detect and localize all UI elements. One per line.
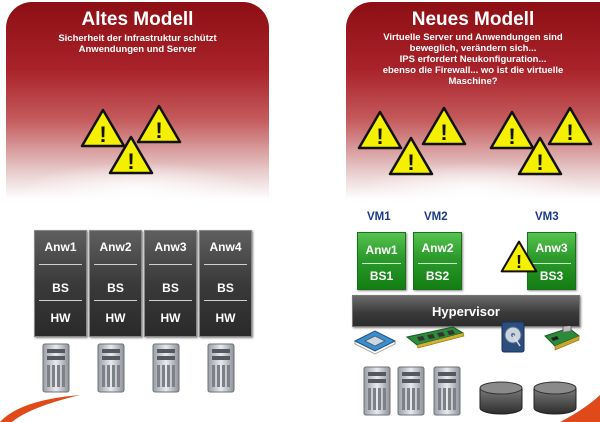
subtitle-line: beweglich, verändern sich... <box>409 43 537 54</box>
app-label: Anw1 <box>365 243 398 257</box>
hypervisor-label: Hypervisor <box>432 304 500 319</box>
warning-mark: ! <box>376 124 383 149</box>
warning-mark: ! <box>99 122 106 147</box>
warning-icon: ! <box>547 106 593 146</box>
warning-mark: ! <box>127 149 134 174</box>
warning-mark: ! <box>407 150 414 175</box>
server-stack-4: Anw4 BS HW <box>199 230 252 337</box>
server-stack-1: Anw1 BS HW <box>34 230 87 337</box>
app-label: Anw1 <box>44 240 77 254</box>
warning-icon: ! <box>517 136 563 176</box>
virtual-machine-3: Anw3 BS3 <box>527 232 576 290</box>
server-tower-icon <box>361 366 393 416</box>
storage-disk-icon <box>532 380 578 416</box>
virtual-machine-1: Anw1 BS1 <box>357 232 406 290</box>
warning-mark: ! <box>440 120 447 145</box>
hw-label: HW <box>215 311 236 325</box>
os-label: BS <box>162 281 179 295</box>
app-label: Anw4 <box>209 240 242 254</box>
divider <box>149 300 192 301</box>
divider <box>39 264 82 265</box>
warning-icon: ! <box>357 110 403 150</box>
os-label: BS2 <box>425 269 450 283</box>
warning-icon: ! <box>500 240 538 273</box>
hypervisor-bar: Hypervisor <box>352 295 580 327</box>
warning-mark: ! <box>566 120 573 145</box>
warning-icon: ! <box>80 108 126 148</box>
server-tower-icon <box>40 343 72 393</box>
hw-label: HW <box>160 311 181 325</box>
new-model-title: Neues Modell <box>411 9 535 30</box>
subtitle-line: ebenso die Firewall... wo ist die virtue… <box>382 65 564 76</box>
hard-drive-icon <box>501 321 525 353</box>
subtitle-line: Sicherheit der Infrastruktur schützt <box>58 33 217 44</box>
warning-mark: ! <box>155 118 162 143</box>
divider <box>204 300 247 301</box>
warning-icon: ! <box>108 135 154 175</box>
os-label: BS <box>217 281 234 295</box>
app-label: Anw2 <box>99 240 132 254</box>
hw-label: HW <box>105 311 126 325</box>
divider <box>418 263 457 264</box>
app-label: Anw3 <box>154 240 187 254</box>
cpu-chip-icon <box>353 330 397 355</box>
storage-disk-icon <box>478 380 524 416</box>
os-label: BS <box>107 281 124 295</box>
app-label: Anw3 <box>535 241 568 255</box>
server-tower-icon <box>150 343 182 393</box>
new-model-subtitle: Virtuelle Server und Anwendungen sind be… <box>346 32 600 87</box>
os-label: BS <box>52 281 69 295</box>
warning-icon: ! <box>388 136 434 176</box>
divider <box>39 300 82 301</box>
server-stack-3: Anw3 BS HW <box>144 230 197 337</box>
server-tower-icon <box>95 343 127 393</box>
virtual-machine-2: Anw2 BS2 <box>413 232 462 290</box>
divider <box>149 264 192 265</box>
divider <box>362 263 401 264</box>
decorative-swoosh <box>560 395 600 422</box>
vm-label: VM2 <box>424 211 448 223</box>
divider <box>532 263 571 264</box>
subtitle-line: Anwendungen und Server <box>78 44 197 55</box>
server-tower-icon <box>395 366 427 416</box>
server-stack-2: Anw2 BS HW <box>89 230 142 337</box>
old-model-subtitle: Sicherheit der Infrastruktur schützt Anw… <box>6 33 269 55</box>
divider <box>94 300 137 301</box>
warning-icon: ! <box>489 110 535 150</box>
divider <box>204 264 247 265</box>
warning-icon: ! <box>421 106 467 146</box>
os-label: BS3 <box>539 269 564 283</box>
old-model-title: Altes Modell <box>81 9 194 30</box>
warning-mark: ! <box>508 124 515 149</box>
warning-mark: ! <box>516 252 522 272</box>
vm-label: VM3 <box>535 211 559 223</box>
subtitle-line: IPS erfordert Neukonfiguration... <box>399 54 547 65</box>
divider <box>94 264 137 265</box>
subtitle-line: Maschine? <box>448 76 498 87</box>
network-card-icon <box>544 326 580 351</box>
server-tower-icon <box>205 343 237 393</box>
warning-mark: ! <box>536 150 543 175</box>
hw-label: HW <box>50 311 71 325</box>
decorative-swoosh <box>0 395 80 422</box>
vm-label: VM1 <box>367 211 391 223</box>
memory-module-icon <box>405 326 465 349</box>
app-label: Anw2 <box>421 241 454 255</box>
server-tower-icon <box>431 366 463 416</box>
os-label: BS1 <box>369 269 394 283</box>
subtitle-line: Virtuelle Server und Anwendungen sind <box>383 32 563 43</box>
warning-icon: ! <box>136 104 182 144</box>
